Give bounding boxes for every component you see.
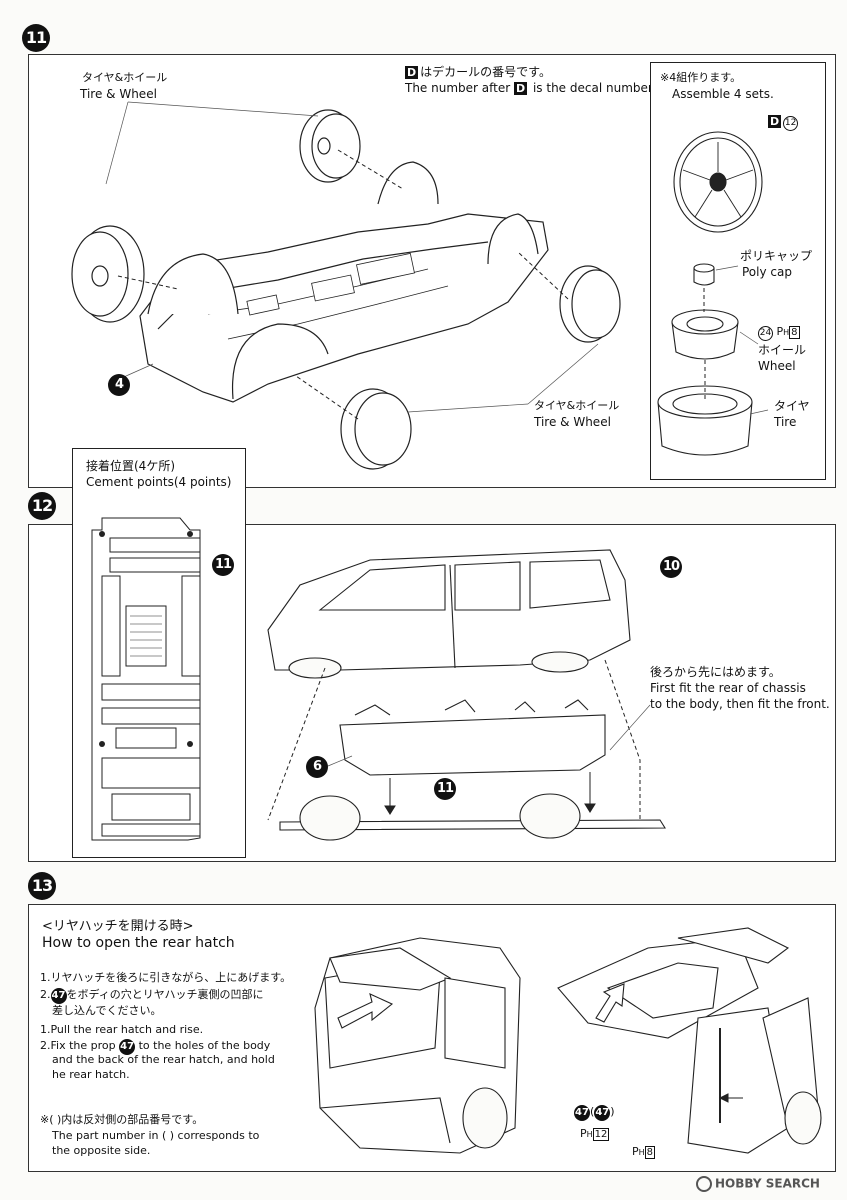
- hatch-p-num: 8: [644, 1146, 656, 1159]
- chassis-part-badge: 4: [108, 374, 130, 396]
- tire-wheel-bottom-label-en: Tire & Wheel: [534, 415, 611, 429]
- hobby-search-watermark: HOBBY SEARCH: [696, 1176, 820, 1192]
- cement-points-label-jp: 接着位置(4ケ所): [86, 459, 175, 473]
- prop-part-circle-paren: 47: [594, 1105, 611, 1121]
- instruction-en-2: 2.Fix the prop 47 to the holes of the bo…: [40, 1038, 270, 1055]
- instruction-jp-1: 1.リヤハッチを後ろに引きながら、上にあげます。: [40, 971, 292, 984]
- poly-cap-label-en: Poly cap: [742, 265, 792, 279]
- instruction-en-2-cont2: he rear hatch.: [52, 1068, 130, 1081]
- wheel-label-jp: ホイール: [758, 343, 807, 357]
- prop-part-label: 47(47): [574, 1104, 615, 1121]
- tire-wheel-bottom-label-jp: タイヤ&ホイール: [534, 399, 620, 412]
- fit-note-en-2: to the body, then fit the front.: [650, 697, 830, 711]
- hatch-heading-jp: <リヤハッチを開ける時>: [42, 919, 194, 934]
- interior-ref-badge: 6: [306, 756, 328, 778]
- step-12-badge: 12: [28, 492, 56, 520]
- chassis-ref-badge-2: 11: [434, 778, 456, 800]
- step-13-badge: 13: [28, 872, 56, 900]
- tire-right: [559, 265, 621, 343]
- instruction-en-1: 1.Pull the rear hatch and rise.: [40, 1023, 204, 1036]
- tire-wheel-top-label-en: Tire & Wheel: [80, 87, 157, 101]
- tire-top: [299, 109, 361, 183]
- prop-p-num: 12: [592, 1128, 610, 1141]
- hatch-closed-illustration: [314, 937, 521, 1154]
- fit-note-en-1: First fit the rear of chassis: [650, 681, 806, 695]
- note-en-1: The part number in ( ) corresponds to: [52, 1129, 260, 1142]
- wheel-p-label: P: [776, 325, 784, 338]
- hatch-heading-en: How to open the rear hatch: [42, 935, 235, 951]
- watermark-logo-icon: [696, 1176, 712, 1192]
- note-en-2: the opposite side.: [52, 1144, 151, 1157]
- prop-part-circle-en: 47: [119, 1039, 136, 1055]
- prop-part-circle-jp: 47: [50, 988, 67, 1004]
- wheel-p-sub: H: [783, 328, 790, 337]
- decal-letter-badge-2: D: [514, 82, 528, 95]
- chassis-illustration: [71, 101, 621, 470]
- cement-points-label-en: Cement points(4 points): [86, 475, 232, 489]
- note-jp: ※( )内は反対側の部品番号です。: [40, 1113, 204, 1126]
- decal-number-circle: 12: [783, 116, 799, 131]
- wheel-part-circle: 24: [758, 326, 773, 341]
- tire-left: [71, 225, 145, 323]
- assemble-note-en: Assemble 4 sets.: [672, 87, 774, 101]
- wheel-assembly-illustration: [657, 131, 769, 456]
- wheel-label-en: Wheel: [758, 359, 796, 373]
- prop-part-circle: 47: [574, 1105, 590, 1121]
- chassis-ref-badge: 11: [212, 554, 234, 576]
- instruction-jp-2-cont: 差し込んでください。: [52, 1004, 162, 1017]
- assemble-note-jp: ※4組作ります。: [660, 71, 742, 84]
- decal-letter-badge-3: D: [768, 115, 782, 128]
- tire-wheel-top-label-jp: タイヤ&ホイール: [82, 71, 168, 84]
- instruction-jp-2: 2.47をボディの穴とリヤハッチ裏側の凹部に: [40, 987, 264, 1004]
- decal-note-en: The number after D is the decal number.: [405, 81, 656, 95]
- tire-bottom: [340, 388, 412, 470]
- fit-note-jp: 後ろから先にはめます。: [650, 665, 781, 679]
- tire-label-en: Tire: [774, 415, 797, 429]
- wheel-p-num: 8: [789, 326, 800, 339]
- hatch-open-illustration: [557, 927, 822, 1154]
- poly-cap-label-jp: ポリキャップ: [740, 249, 813, 263]
- tire-label-jp: タイヤ: [774, 399, 810, 413]
- chassis-underside-illustration: [91, 517, 201, 841]
- decal-letter-badge: D: [405, 66, 419, 79]
- body-interior-illustration: [267, 549, 666, 841]
- instruction-en-2-cont1: and the back of the rear hatch, and hold: [52, 1053, 275, 1066]
- body-ref-badge: 10: [660, 556, 682, 578]
- step-11-badge: 11: [22, 24, 50, 52]
